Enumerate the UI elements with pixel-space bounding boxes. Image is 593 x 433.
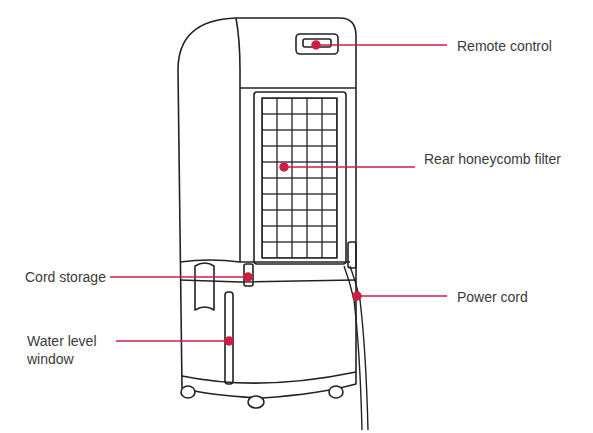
part-label: Power cord (457, 288, 587, 306)
cooler-body (178, 18, 356, 408)
part-label: Cord storage (25, 268, 110, 286)
part-label: Rear honeycomb filter (424, 150, 564, 168)
part-label: Water level window (27, 332, 115, 368)
part-label: Remote control (457, 37, 587, 55)
leader-lines (110, 41, 447, 345)
power-cord-drawing (344, 266, 368, 430)
